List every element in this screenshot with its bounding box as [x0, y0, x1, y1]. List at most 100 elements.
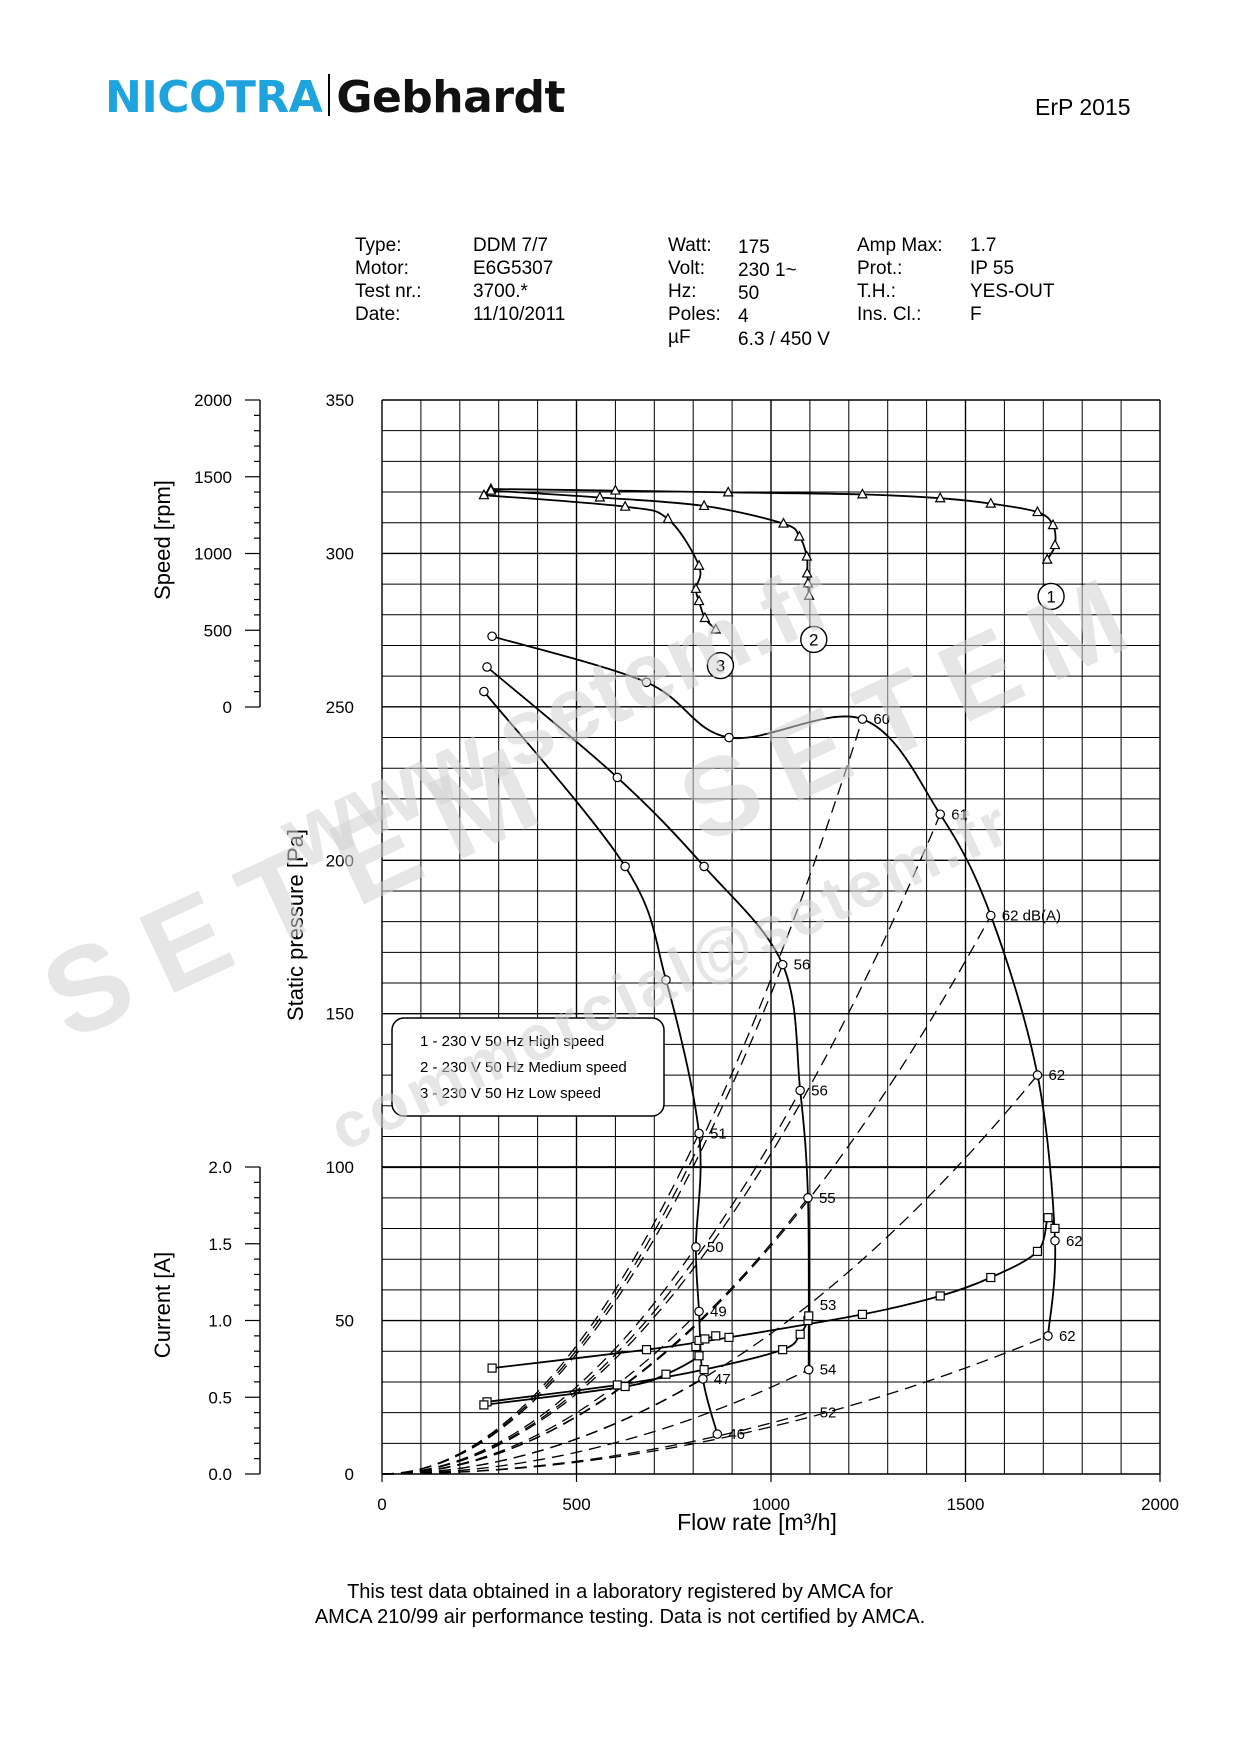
current-tick-label: 2.0 — [208, 1158, 232, 1177]
speed-point — [801, 550, 813, 561]
spec-col2-values: 175 230 1~ 50 4 6.3 / 450 V — [738, 236, 830, 351]
pressure-tick-label: 100 — [326, 1158, 354, 1177]
erp-label: ErP 2015 — [1035, 94, 1131, 120]
speed-point — [1041, 553, 1053, 564]
spec-label: µF — [668, 327, 691, 348]
spec-label: Test nr.: — [355, 281, 422, 302]
speed-axis-label: Speed [rpm] — [150, 480, 175, 600]
speed-tick-label: 2000 — [194, 391, 232, 410]
system-curve — [381, 1133, 700, 1475]
x-tick-label: 1500 — [947, 1495, 985, 1514]
spec-value: 175 — [738, 237, 770, 258]
legend-entry-1: 1 - 230 V 50 Hz High speed — [420, 1033, 604, 1050]
current-point — [661, 1369, 671, 1379]
x-tick-label: 500 — [562, 1495, 590, 1514]
spec-label: Watt: — [668, 235, 712, 256]
pressure-point — [857, 714, 868, 724]
footer-note: This test data obtained in a laboratory … — [0, 1580, 1240, 1630]
footer-line-2: AMCA 210/99 air performance testing. Dat… — [314, 1606, 926, 1628]
current-tick-label: 0.0 — [208, 1465, 232, 1484]
current-point — [1032, 1246, 1043, 1257]
speed-point — [777, 517, 789, 528]
sound-level-label: 51 — [710, 1125, 727, 1142]
current-point — [479, 1400, 489, 1410]
pressure-tick-label: 250 — [326, 698, 354, 717]
sound-level-label: 55 — [819, 1190, 836, 1207]
spec-label: Poles: — [668, 304, 721, 325]
curve-id-label: 3 — [716, 657, 725, 676]
system-curve — [381, 1246, 697, 1475]
pressure-point — [803, 1364, 814, 1375]
curve-id-label: 1 — [1046, 587, 1055, 606]
sound-level-label: 62 — [1048, 1067, 1065, 1084]
pressure-point — [1032, 1070, 1043, 1080]
speed-point — [801, 567, 813, 578]
speed-point — [693, 559, 705, 570]
current-point — [612, 1380, 622, 1390]
spec-label: Type: — [355, 235, 402, 256]
current-point — [711, 1331, 721, 1341]
speed-point — [985, 497, 997, 508]
legend-entry-3: 3 - 230 V 50 Hz Low speed — [420, 1085, 601, 1102]
pressure-axis-label: Static pressure [Pa] — [283, 829, 308, 1021]
spec-value: 4 — [738, 306, 749, 327]
spec-label: Ins. Cl.: — [857, 304, 922, 325]
pressure-point — [1043, 1331, 1053, 1341]
speed-point — [1049, 538, 1061, 550]
spec-col3-values: 1.7 IP 55 YES-OUT F — [970, 234, 1054, 326]
current-point — [986, 1272, 996, 1283]
spec-value: 6.3 / 450 V — [738, 329, 830, 350]
speed-point — [594, 491, 606, 502]
sound-level-label: 54 — [820, 1362, 837, 1379]
curve-id-circle — [800, 625, 828, 654]
system-curve — [382, 1411, 809, 1475]
speed-point — [478, 488, 490, 500]
speed-point — [1031, 505, 1043, 517]
speed-point — [803, 589, 815, 600]
current-tick-label: 1.0 — [208, 1312, 232, 1331]
pressure-tick-label: 50 — [335, 1312, 354, 1331]
pressure-tick-label: 150 — [326, 1005, 354, 1024]
speed-point — [619, 500, 631, 511]
pressure-point — [612, 772, 623, 783]
spec-value: 50 — [738, 283, 760, 304]
speed-point — [693, 594, 705, 606]
system-curve — [381, 1378, 704, 1475]
pressure-point — [803, 1193, 813, 1203]
legend: 1 - 230 V 50 Hz High speed 2 - 230 V 50 … — [391, 1017, 665, 1117]
pressure-point — [691, 1242, 701, 1252]
spec-label: T.H.: — [857, 281, 897, 302]
speed-point — [609, 484, 621, 495]
speed-point — [698, 499, 710, 511]
logo-divider — [328, 74, 331, 116]
speed-point — [690, 582, 702, 593]
speed-point — [662, 512, 674, 524]
current-point — [487, 1363, 497, 1373]
spec-label: Prot.: — [857, 258, 903, 279]
pressure-point — [482, 662, 492, 672]
spec-col1-values: DDM 7/7 E6G5307 3700.* 11/10/2011 — [473, 234, 565, 326]
pressure-point — [935, 809, 946, 820]
sound-level-label: 61 — [951, 806, 968, 823]
spec-label: Amp Max: — [857, 235, 943, 256]
pressure-point — [724, 732, 734, 743]
system-curve — [381, 1369, 809, 1475]
pressure-point — [698, 1374, 708, 1384]
footer-line-1: This test data obtained in a laboratory … — [347, 1581, 893, 1603]
current-point — [857, 1309, 868, 1319]
x-axis-label: Flow rate [m³/h] — [677, 1509, 837, 1535]
system-curve — [381, 1074, 1038, 1475]
current-tick-label: 0.5 — [208, 1388, 232, 1407]
spec-value: 230 1~ — [738, 260, 797, 281]
spec-value: 3700.* — [473, 281, 528, 302]
speed-point — [856, 488, 868, 499]
pressure-point — [699, 861, 709, 872]
speed-curve — [490, 488, 1057, 561]
sound-level-label: 52 — [820, 1405, 837, 1422]
current-point — [699, 1365, 709, 1375]
current-point — [700, 1334, 710, 1344]
spec-label: Volt: — [668, 258, 705, 279]
system-curve — [381, 1090, 801, 1475]
current-point — [795, 1329, 805, 1339]
